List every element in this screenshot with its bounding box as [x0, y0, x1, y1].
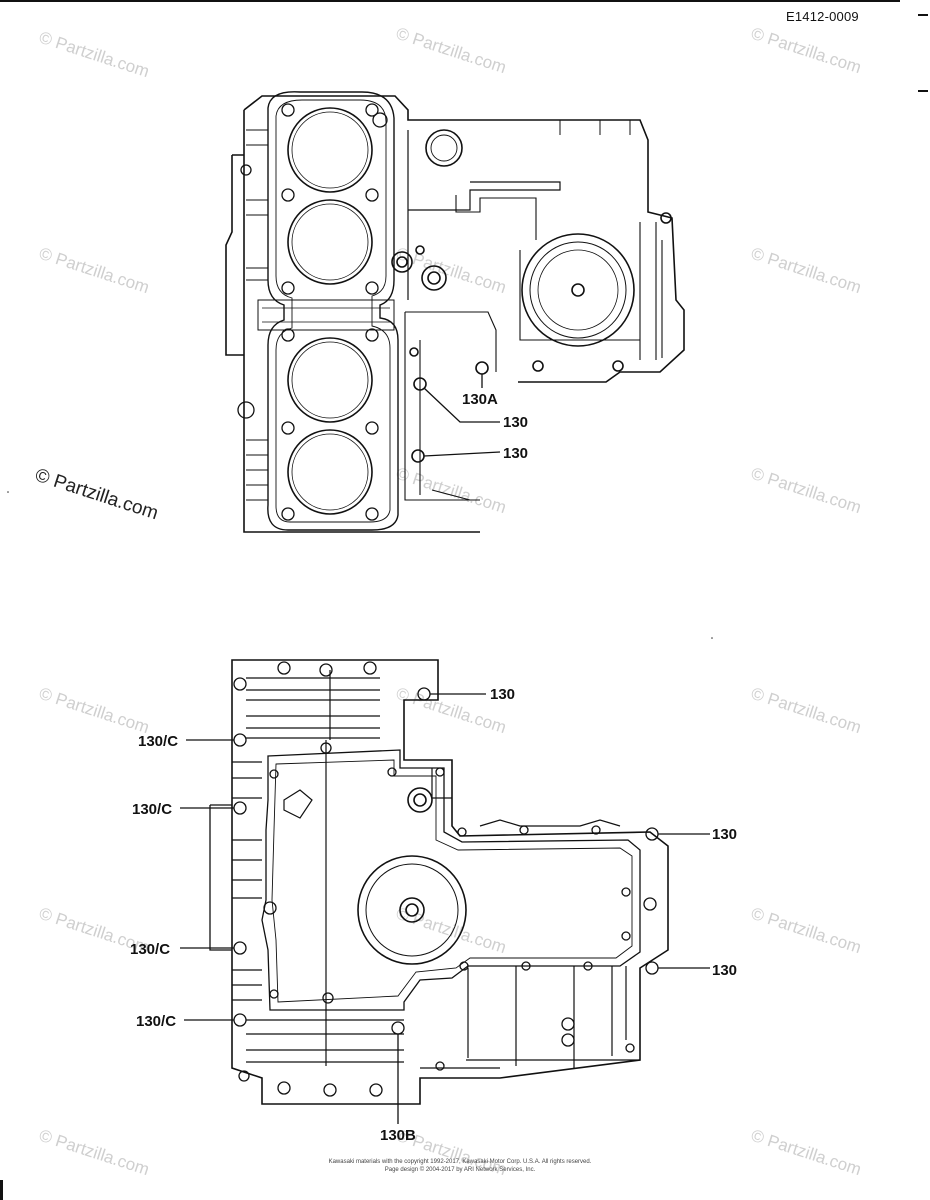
- watermark: © Partzilla.com: [394, 24, 509, 77]
- callout-label-130A: 130A: [462, 391, 498, 408]
- watermark: © Partzilla.com: [749, 464, 864, 517]
- callout-label-130-C: 130/C: [136, 1013, 176, 1030]
- watermark-layer: © Partzilla.com © Partzilla.com © Partzi…: [32, 24, 863, 1179]
- watermark: © Partzilla.com: [749, 1126, 864, 1179]
- watermark: © Partzilla.com: [37, 244, 152, 297]
- watermark: © Partzilla.com: [37, 1126, 152, 1179]
- callout-label-130-C: 130/C: [132, 801, 172, 818]
- document-id: E1412-0009: [786, 9, 859, 24]
- callout-label-130: 130: [490, 686, 515, 703]
- page-design-line: Page design © 2004-2017 by ARI Network S…: [384, 1167, 536, 1173]
- callout-label-130: 130: [503, 414, 528, 431]
- callout-label-130: 130: [712, 826, 737, 843]
- copyright-footer: Kawasaki materials with the copyright 19…: [300, 1158, 620, 1174]
- callout-label-130: 130: [712, 962, 737, 979]
- scan-speck: [711, 637, 713, 639]
- watermark: © Partzilla.com: [749, 904, 864, 957]
- left-edge-mark: [0, 1180, 3, 1200]
- watermark: © Partzilla.com: [394, 464, 509, 517]
- watermark: © Partzilla.com: [394, 244, 509, 297]
- callout-label-130B: 130B: [380, 1127, 416, 1144]
- lower-crankcase-view: [209, 659, 669, 1105]
- right-edge-mark-top: [918, 14, 928, 16]
- scan-speck: [7, 491, 9, 493]
- top-border-line: [0, 0, 900, 2]
- lower-leader-lines: [180, 693, 710, 1124]
- watermark: © Partzilla.com: [749, 684, 864, 737]
- callout-label-130: 130: [503, 445, 528, 462]
- watermark: © Partzilla.com: [37, 684, 152, 737]
- callout-label-130-C: 130/C: [138, 733, 178, 750]
- watermark: © Partzilla.com: [37, 28, 152, 81]
- upper-crankcase-view: [225, 91, 685, 533]
- upper-leader-lines: [423, 374, 501, 457]
- copyright-line: Kawasaki materials with the copyright 19…: [328, 1159, 592, 1165]
- watermark: © Partzilla.com: [749, 24, 864, 77]
- callout-label-130-C: 130/C: [130, 941, 170, 958]
- right-edge-mark-bottom: [918, 90, 928, 92]
- watermark: © Partzilla.com: [749, 244, 864, 297]
- watermark-main: © Partzilla.com: [32, 465, 160, 525]
- watermark: © Partzilla.com: [394, 904, 509, 957]
